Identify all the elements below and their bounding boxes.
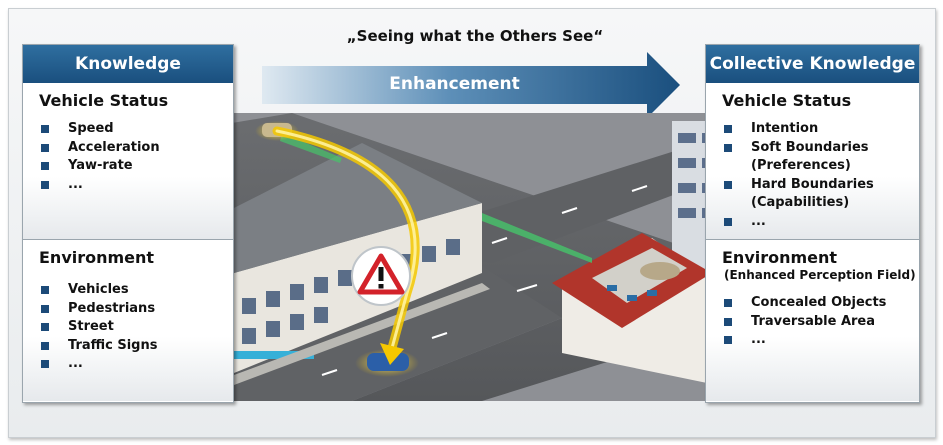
list-item: Traffic Signs [41, 337, 233, 356]
list-item-continuation: (Capabilities) [751, 195, 850, 210]
list-item: Soft Boundaries [724, 139, 919, 158]
vehicle-status-section: Vehicle Status Intention Soft Boundaries… [706, 83, 919, 240]
ego-car [355, 349, 419, 377]
environment-list: Vehicles Pedestrians Street Traffic Sign… [23, 281, 233, 374]
knowledge-panel-title: Knowledge [23, 45, 233, 83]
environment-section: Environment (Enhanced Perception Field) … [706, 240, 919, 401]
collective-knowledge-panel-title: Collective Knowledge [706, 45, 919, 83]
list-item: Acceleration [41, 139, 233, 158]
list-item: Intention [724, 120, 919, 139]
vehicle-status-list: Speed Acceleration Yaw-rate ... [23, 120, 233, 194]
environment-section: Environment Vehicles Pedestrians Street … [23, 240, 233, 401]
arrow-shape [262, 52, 680, 118]
list-item: ... [41, 176, 233, 195]
list-item: Pedestrians [41, 300, 233, 319]
environment-subtitle: (Enhanced Perception Field) [724, 268, 916, 282]
list-item: Speed [41, 120, 233, 139]
knowledge-panel: Knowledge Vehicle Status Speed Accelerat… [22, 44, 234, 403]
headline: „Seeing what the Others See“ [346, 27, 604, 45]
list-item: ... [724, 331, 919, 350]
list-item: Hard Boundaries [724, 176, 919, 195]
arrow-label: Enhancement [389, 74, 520, 94]
list-item: Vehicles [41, 281, 233, 300]
vehicle-status-title: Vehicle Status [722, 91, 852, 110]
list-item-continuation: (Preferences) [751, 158, 851, 173]
vehicle-status-title: Vehicle Status [39, 91, 169, 110]
environment-list: Concealed Objects Traversable Area ... [706, 294, 919, 350]
enhancement-arrow: Enhancement [262, 52, 680, 118]
list-item: Street [41, 318, 233, 337]
environment-title: Environment [39, 248, 155, 267]
vehicle-status-section: Vehicle Status Speed Acceleration Yaw-ra… [23, 83, 233, 240]
list-item: ... [41, 355, 233, 374]
vehicle-status-list: Intention Soft Boundaries (Preferences) … [706, 120, 919, 231]
environment-title: Environment [722, 248, 838, 267]
list-item: Traversable Area [724, 313, 919, 332]
collective-knowledge-panel: Collective Knowledge Vehicle Status Inte… [705, 44, 920, 403]
warning-triangle-icon [350, 245, 412, 307]
traffic-scene-illustration [232, 113, 732, 401]
list-item: Concealed Objects [724, 294, 919, 313]
list-item: Yaw-rate [41, 157, 233, 176]
list-item: ... [724, 213, 919, 232]
